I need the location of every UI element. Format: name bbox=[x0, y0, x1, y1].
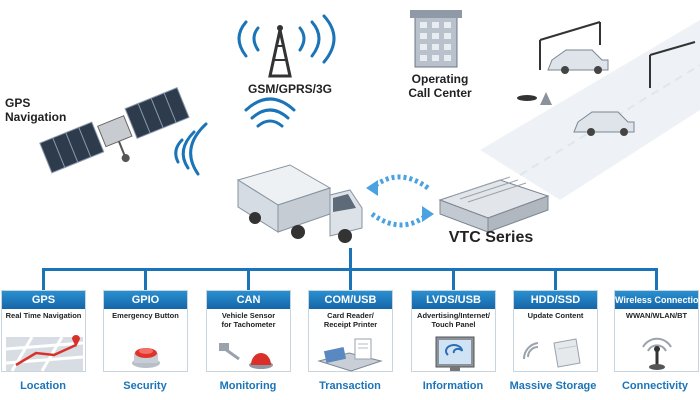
car-icon bbox=[547, 49, 609, 74]
card-reader-icon bbox=[317, 338, 383, 372]
category-security: Security bbox=[123, 380, 167, 392]
emergency-button-icon bbox=[132, 348, 160, 368]
card-description: Emergency Button bbox=[112, 311, 179, 320]
gantry-icon bbox=[539, 21, 696, 88]
car-icon-2 bbox=[573, 111, 635, 136]
connector-drop bbox=[247, 268, 250, 290]
card-hdd-ssd: HDD/SSD Update Content bbox=[513, 290, 598, 372]
connector-drop bbox=[349, 268, 352, 290]
card-lvds-usb: LVDS/USB Advertising/Internet/ Touch Pan… bbox=[411, 290, 496, 372]
truck-icon bbox=[236, 164, 363, 243]
card-wireless: Wireless Connection WWAN/WLAN/BT bbox=[614, 290, 699, 372]
scene-illustration bbox=[39, 10, 700, 243]
wireless-antenna-icon bbox=[642, 337, 672, 370]
card-description: Update Content bbox=[527, 311, 584, 320]
vtc-device-icon bbox=[438, 176, 550, 233]
touch-panel-icon bbox=[435, 336, 475, 371]
vtc-series-label: VTC Series bbox=[448, 229, 534, 246]
tachometer-sensor-icon bbox=[219, 343, 273, 369]
card-title: GPIO bbox=[104, 291, 187, 309]
building-icon bbox=[410, 10, 462, 68]
connector-drop bbox=[452, 268, 455, 290]
category-monitoring: Monitoring bbox=[219, 380, 277, 392]
map-icon bbox=[5, 335, 84, 372]
card-gps: GPS Real Time Navigation bbox=[1, 290, 86, 372]
call-center-label: Operating Call Center bbox=[408, 72, 472, 101]
category-transaction: Transaction bbox=[319, 380, 381, 392]
card-description: WWAN/WLAN/BT bbox=[625, 311, 688, 320]
category-information: Information bbox=[422, 380, 484, 392]
card-title: GPS bbox=[2, 291, 85, 309]
satellite-icon bbox=[39, 87, 190, 174]
road-illustration bbox=[480, 20, 700, 200]
connector-drop bbox=[42, 268, 45, 290]
card-title: Wireless Connection bbox=[615, 291, 698, 309]
connector-trunk bbox=[349, 248, 352, 270]
card-description: Vehicle Sensor for Tachometer bbox=[221, 311, 276, 329]
card-com-usb: COM/USB Card Reader/ Receipt Printer bbox=[308, 290, 393, 372]
gps-navigation-label: GPS Navigation bbox=[5, 96, 67, 125]
card-description: Real Time Navigation bbox=[5, 311, 82, 320]
roadside-sensor-icon bbox=[517, 92, 552, 105]
card-gpio: GPIO Emergency Button bbox=[103, 290, 188, 372]
cell-tower-icon bbox=[268, 25, 292, 78]
category-location: Location bbox=[20, 380, 66, 392]
card-can: CAN Vehicle Sensor for Tachometer bbox=[206, 290, 291, 372]
connector-drop bbox=[554, 268, 557, 290]
card-description: Card Reader/ Receipt Printer bbox=[323, 311, 378, 329]
card-title: HDD/SSD bbox=[514, 291, 597, 309]
signal-waves-icon bbox=[174, 14, 336, 176]
data-exchange-arrows-icon bbox=[370, 174, 430, 228]
connector-drop bbox=[655, 268, 658, 290]
card-title: COM/USB bbox=[309, 291, 392, 309]
gsm-label: GSM/GPRS/3G bbox=[247, 82, 333, 96]
storage-drive-icon bbox=[522, 338, 581, 368]
card-description: Advertising/Internet/ Touch Panel bbox=[417, 311, 490, 329]
connector-drop bbox=[144, 268, 147, 290]
category-massive-storage: Massive Storage bbox=[509, 380, 597, 392]
card-title: LVDS/USB bbox=[412, 291, 495, 309]
category-connectivity: Connectivity bbox=[621, 380, 688, 392]
card-title: CAN bbox=[207, 291, 290, 309]
